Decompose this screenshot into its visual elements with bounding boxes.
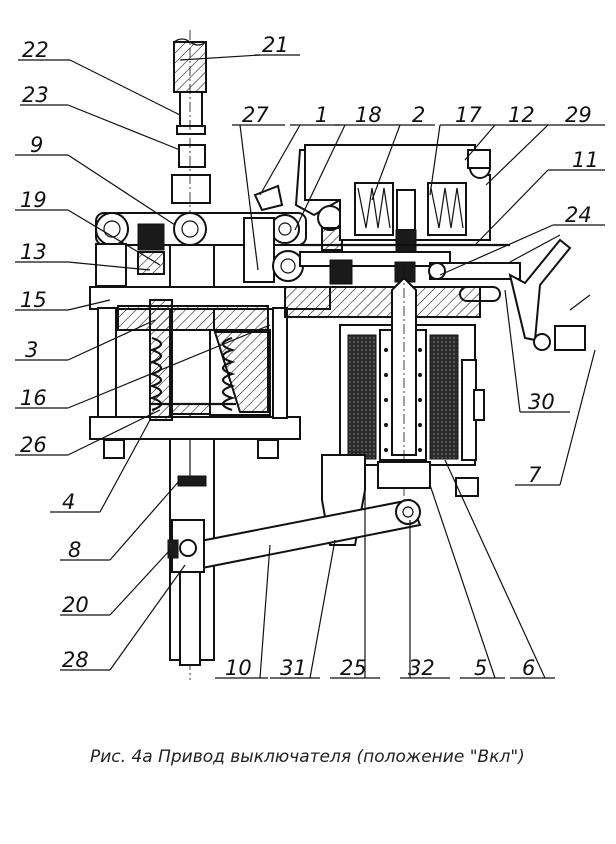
callout-15: 15 <box>20 288 47 312</box>
callout-1: 1 <box>315 103 328 127</box>
callout-28: 28 <box>62 648 89 672</box>
callout-7: 7 <box>528 463 542 487</box>
callout-21: 21 <box>262 33 289 57</box>
callout-23: 23 <box>22 83 49 107</box>
solenoid <box>284 270 485 500</box>
callout-18: 18 <box>355 103 382 127</box>
callout-9: 9 <box>30 133 43 157</box>
lower-link <box>167 454 422 573</box>
callout-6: 6 <box>522 656 535 680</box>
callout-10: 10 <box>225 656 252 680</box>
callout-13: 13 <box>20 240 47 264</box>
callout-16: 16 <box>20 386 47 410</box>
callout-19: 19 <box>20 188 47 212</box>
callout-8: 8 <box>68 538 81 562</box>
callout-numbers: 21 22 23 9 19 13 15 3 16 26 4 8 20 28 10… <box>20 33 599 680</box>
callout-32: 32 <box>408 656 435 680</box>
trip-block <box>299 144 510 267</box>
callout-24: 24 <box>565 203 592 227</box>
callout-5: 5 <box>474 656 487 680</box>
callout-31: 31 <box>280 656 307 680</box>
frame-bolts <box>103 439 479 497</box>
callout-25: 25 <box>340 656 367 680</box>
callout-2: 2 <box>412 103 425 127</box>
callout-22: 22 <box>22 38 49 62</box>
callout-4: 4 <box>62 490 75 514</box>
callout-3: 3 <box>25 338 38 362</box>
callout-29: 29 <box>565 103 592 127</box>
callout-26: 26 <box>20 433 47 457</box>
callout-17: 17 <box>455 103 482 127</box>
callout-30: 30 <box>528 390 555 414</box>
callout-20: 20 <box>62 593 89 617</box>
callout-27: 27 <box>242 103 269 127</box>
callout-11: 11 <box>572 148 599 172</box>
callout-12: 12 <box>508 103 535 127</box>
figure-caption: Рис. 4а Привод выключателя (положение "В… <box>90 747 525 767</box>
left-frame <box>89 286 331 440</box>
leader-lines <box>15 54 605 679</box>
